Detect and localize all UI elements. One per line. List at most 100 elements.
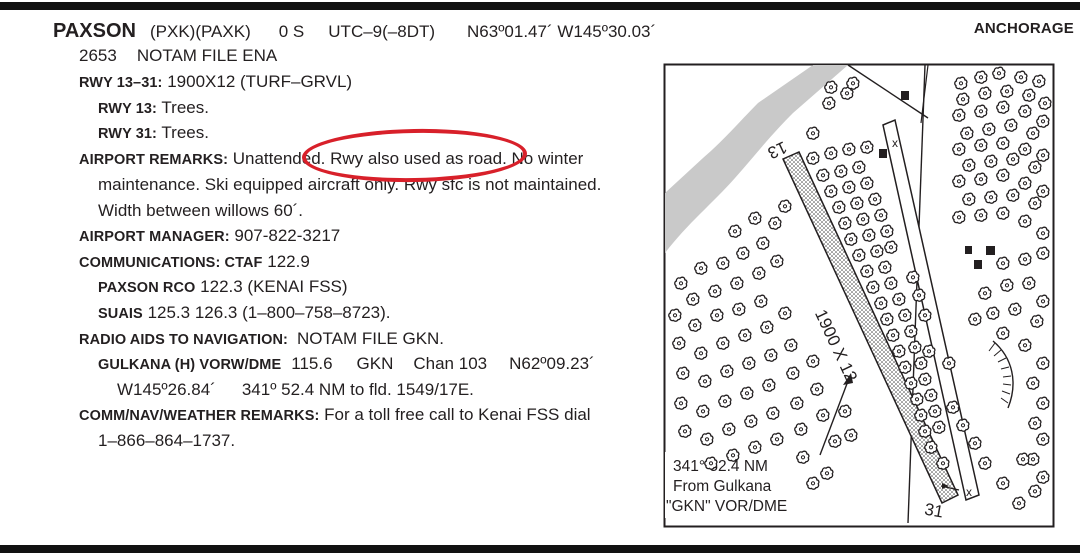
tree-symbol — [1036, 226, 1050, 240]
tree-symbol — [968, 436, 982, 450]
runway-line: RWY 13–31: 1900X12 (TURF–GRVL) — [79, 72, 352, 92]
tree-symbol — [1028, 196, 1042, 210]
tree-symbol — [924, 388, 938, 402]
tree-symbol — [842, 142, 856, 156]
tree-symbol — [936, 456, 950, 470]
comm-remarks-line-1: COMM/NAV/WEATHER REMARKS: For a toll fre… — [79, 405, 591, 425]
runway-end-31: 31 — [923, 500, 945, 522]
tree-symbol — [912, 288, 926, 302]
tree-symbol — [954, 76, 968, 90]
tree-symbol — [770, 432, 784, 446]
tree-symbol — [756, 236, 770, 250]
tree-symbol — [674, 396, 688, 410]
tree-symbol — [870, 244, 884, 258]
tree-symbol — [996, 476, 1010, 490]
tree-symbol — [806, 354, 820, 368]
callout-arrow — [843, 373, 853, 385]
building — [986, 246, 995, 255]
tree-symbol — [740, 386, 754, 400]
road-line — [847, 64, 929, 119]
tree-symbol — [842, 180, 856, 194]
tree-symbol — [752, 266, 766, 280]
notam-file: NOTAM FILE ENA — [136, 46, 278, 65]
tree-symbol — [722, 422, 736, 436]
tree-symbol — [822, 96, 836, 110]
tree-symbol — [942, 356, 956, 370]
tree-symbol — [676, 366, 690, 380]
tree-symbol — [816, 168, 830, 182]
tree-symbol — [996, 136, 1010, 150]
tree-symbol — [846, 76, 860, 90]
tree-symbol — [868, 192, 882, 206]
tree-symbol — [962, 192, 976, 206]
tree-symbol — [1000, 278, 1014, 292]
tree-symbol — [786, 366, 800, 380]
tree-symbol — [738, 328, 752, 342]
tree-symbol — [960, 126, 974, 140]
tree-symbol — [710, 308, 724, 322]
comm-remarks-line-2: 1–866–864–1737. — [98, 431, 236, 450]
remarks-text-1: Unattended. Rwy also used as road. No wi… — [232, 149, 584, 168]
tree-symbol — [1036, 148, 1050, 162]
tree-symbol — [928, 404, 942, 418]
navaids-label: RADIO AIDS TO NAVIGATION: — [79, 332, 288, 348]
tree-symbol — [762, 378, 776, 392]
tree-symbol — [674, 276, 688, 290]
tree-symbol — [852, 248, 866, 262]
tree-symbol — [974, 172, 988, 186]
tree-symbol — [720, 364, 734, 378]
remarks-line-1: AIRPORT REMARKS: Unattended. Rwy also us… — [79, 149, 583, 169]
tree-symbol — [1028, 160, 1042, 174]
tree-symbol — [1006, 152, 1020, 166]
rwy13-value: Trees. — [161, 98, 209, 117]
tree-symbol — [1036, 432, 1050, 446]
tree-symbol — [1036, 294, 1050, 308]
manager-phone: 907-822-3217 — [234, 226, 341, 245]
tree-symbol — [884, 240, 898, 254]
slope-ticks — [988, 342, 1012, 404]
rco-value: 122.3 (KENAI FSS) — [200, 277, 348, 296]
airport-ids: (PXK)(PAXK) — [149, 22, 251, 41]
tree-symbol — [1036, 114, 1050, 128]
tree-symbol — [978, 286, 992, 300]
tree-symbol — [824, 146, 838, 160]
tree-symbol — [906, 270, 920, 284]
tree-symbol — [732, 302, 746, 316]
rwy13-label: RWY 13: — [98, 101, 157, 117]
tree-symbol — [790, 396, 804, 410]
tree-symbol — [796, 450, 810, 464]
tree-symbol — [778, 199, 792, 213]
tree-symbol — [946, 400, 960, 414]
tree-symbol — [678, 424, 692, 438]
tree-symbol — [892, 292, 906, 306]
tree-symbol — [806, 476, 820, 490]
tree-symbol — [1026, 126, 1040, 140]
tree-symbol — [700, 432, 714, 446]
manager-line: AIRPORT MANAGER: 907-822-3217 — [79, 226, 340, 246]
tree-symbol — [984, 190, 998, 204]
tree-symbol — [850, 196, 864, 210]
tree-symbol — [820, 466, 834, 480]
tree-symbol — [1036, 356, 1050, 370]
tree-symbol — [838, 404, 852, 418]
comm-remarks-label: COMM/NAV/WEATHER REMARKS: — [79, 408, 320, 424]
tree-symbol — [860, 140, 874, 154]
tree-symbol — [974, 104, 988, 118]
tree-symbol — [918, 372, 932, 386]
building — [974, 260, 982, 269]
rwy31-line: RWY 31: Trees. — [98, 123, 209, 143]
callout-line-3: "GKN" VOR/DME — [666, 498, 787, 515]
navaids-line: RADIO AIDS TO NAVIGATION:NOTAM FILE GKN. — [79, 329, 444, 349]
tree-symbol — [996, 256, 1010, 270]
airport-name: PAXSON — [53, 20, 136, 42]
tree-symbol — [726, 448, 740, 462]
airport-elevation: 2653 — [79, 46, 117, 65]
tree-symbol — [952, 108, 966, 122]
tree-symbol — [952, 142, 966, 156]
tree-symbol — [1022, 276, 1036, 290]
tree-symbol — [866, 280, 880, 294]
tree-symbol — [932, 420, 946, 434]
tree-symbol — [862, 228, 876, 242]
tree-symbol — [898, 308, 912, 322]
airport-diagram: x x 13 31 1900 X 12 341° 52.4 NM From Gu… — [663, 63, 1055, 528]
